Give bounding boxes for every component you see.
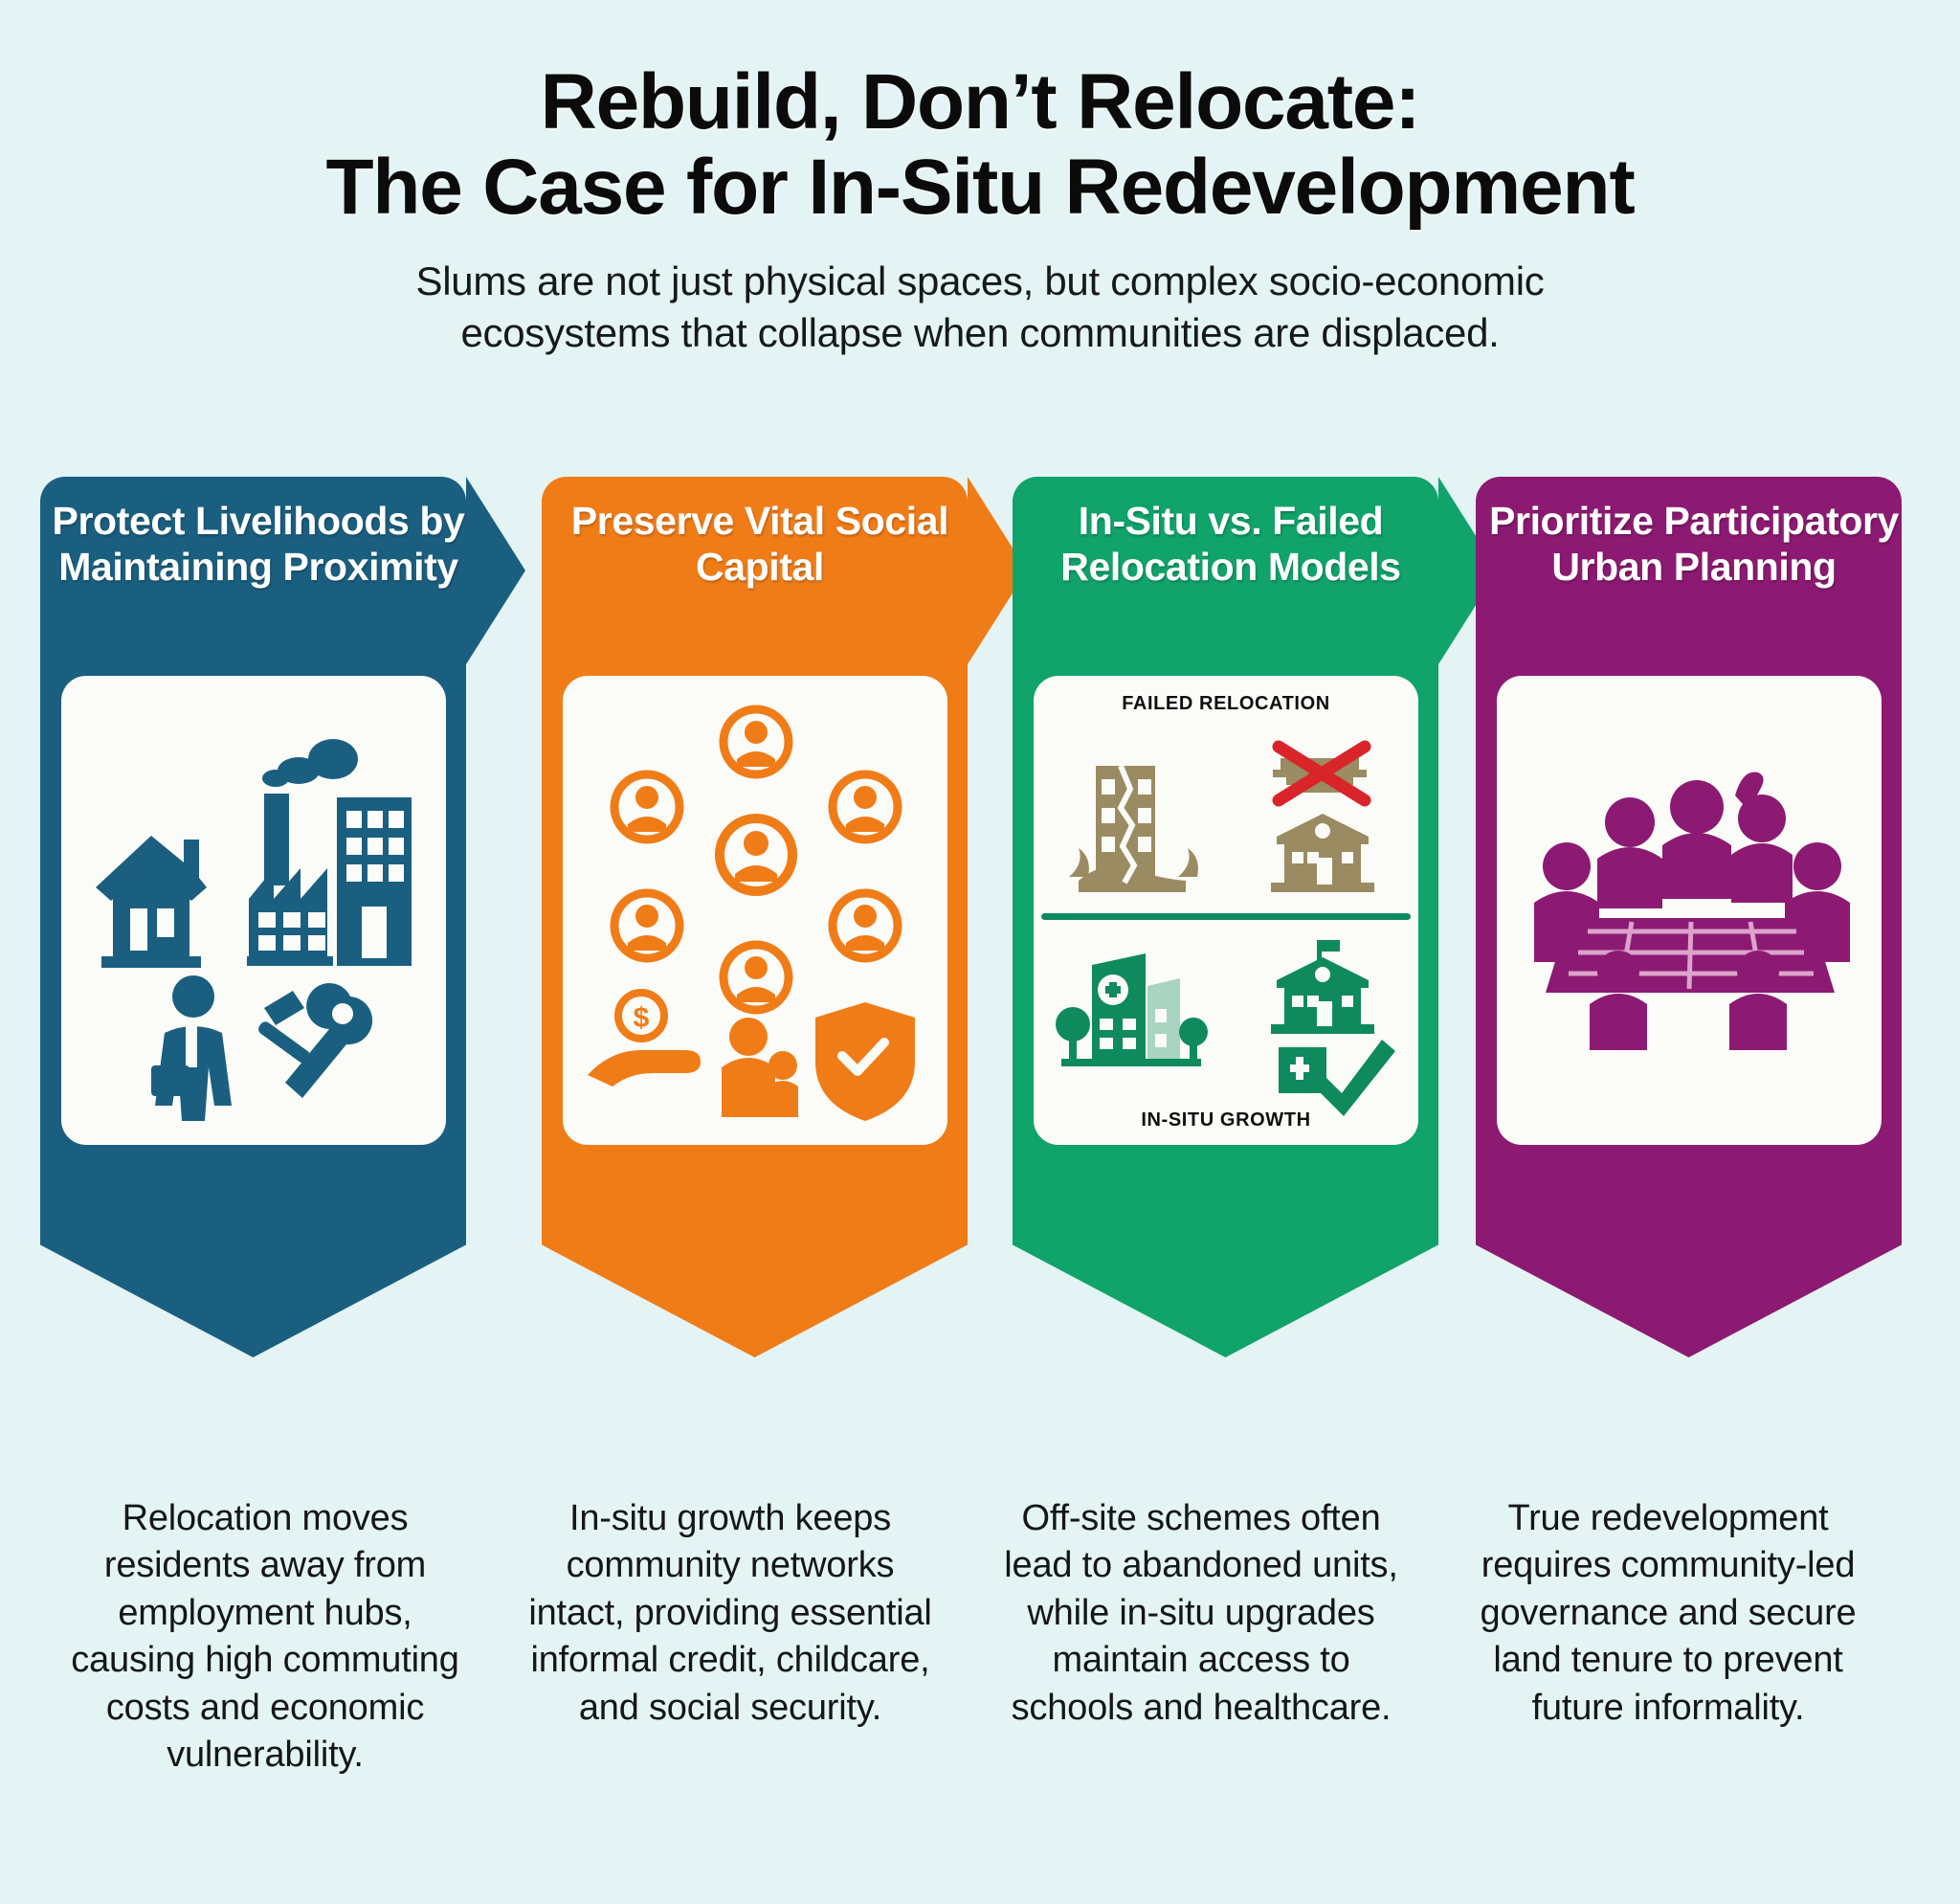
cracked-building-icon [1068,764,1198,892]
svg-text:$: $ [634,1002,650,1034]
column-descriptions: Relocation moves residents away from emp… [0,1495,1960,1897]
column-3-icon-card: FAILED RELOCATION IN-SITU GROWTH [1034,676,1418,1145]
hammer-icon [264,991,304,1025]
column-1-icon-card [61,676,446,1145]
page-title: Rebuild, Don’t Relocate: The Case for In… [0,59,1960,231]
chevron-columns-strip: Protect Livelihoods by Maintaining Proxi… [0,477,1960,1415]
column-preserve-social-capital[interactable]: Preserve Vital Social Capital [542,477,1028,1415]
failed-relocation-icons [1034,724,1418,906]
column-insitu-vs-failed[interactable]: In-Situ vs. Failed Relocation Models FAI… [1013,477,1499,1415]
avatar [1597,951,1639,993]
abandoned-school-with-red-cross-icon [1270,740,1374,892]
page-subtitle: Slums are not just physical spaces, but … [0,256,1960,359]
worker-icon [172,975,214,1018]
column-1-body: Relocation moves residents away from emp… [71,1498,459,1775]
infographic-header: Rebuild, Don’t Relocate: The Case for In… [0,0,1960,358]
column-2-icons: $ [563,676,947,1145]
avatar [1670,780,1724,834]
column-2-icon-card: $ [563,676,947,1145]
school-building-icon [1270,814,1374,892]
title-line-2: The Case for In-Situ Redevelopment [325,144,1635,232]
person-icon [610,888,684,963]
parent-and-child-icon [722,1018,798,1117]
person-icon [715,814,797,896]
chimney-icon [264,794,289,885]
avatar [1605,797,1655,847]
column-2-body: In-situ growth keeps community networks … [528,1498,932,1728]
person-icon [610,770,684,844]
subtitle-line-1: Slums are not just physical spaces, but … [415,258,1545,303]
panel-divider [1041,913,1411,920]
person-icon [828,770,902,844]
shield-check-icon [815,1002,915,1121]
smoke-icon [308,739,358,779]
column-4-body: True redevelopment requires community-le… [1480,1498,1857,1728]
livelihoods-illustration [96,739,412,1121]
avatar [1793,842,1841,890]
title-line-1: Rebuild, Don’t Relocate: [540,58,1421,146]
person-icon [719,940,793,1015]
column-1-icons [61,676,446,1145]
avatar [1737,951,1779,993]
column-1-title: Protect Livelihoods by Maintaining Proxi… [52,499,465,590]
social-capital-illustration: $ [588,705,915,1121]
panel-bottom-label: IN-SITU GROWTH [1141,1109,1311,1131]
avatar [1543,842,1591,890]
column-2-title: Preserve Vital Social Capital [570,499,949,590]
column-participatory-planning[interactable]: Prioritize Participatory Urban Planning [1476,477,1960,1415]
insitu-growth-icons [1034,927,1418,1116]
column-4-title: Prioritize Participatory Urban Planning [1489,499,1899,590]
trees-icon [1055,1007,1208,1061]
column-3-title: In-Situ vs. Failed Relocation Models [1060,499,1401,590]
red-cross-out-icon [1272,740,1370,807]
hand-with-money-icon: $ [588,989,701,1086]
community-meeting-illustration [1534,772,1850,1050]
column-4-icons [1497,676,1882,1145]
column-3-body: Off-site schemes often lead to abandoned… [1004,1498,1398,1728]
person-icon [719,705,793,779]
panel-top-label: FAILED RELOCATION [1122,693,1330,714]
column-4-icon-card [1497,676,1882,1145]
hospital-and-trees-icon [1055,953,1208,1066]
briefcase-icon [151,1065,189,1096]
subtitle-line-2: ecosystems that collapse when communitie… [460,309,1500,355]
person-icon [828,888,902,963]
column-protect-livelihoods[interactable]: Protect Livelihoods by Maintaining Proxi… [40,477,526,1415]
green-check-icon [1310,1040,1395,1116]
school-with-green-check-icon [1270,940,1395,1116]
